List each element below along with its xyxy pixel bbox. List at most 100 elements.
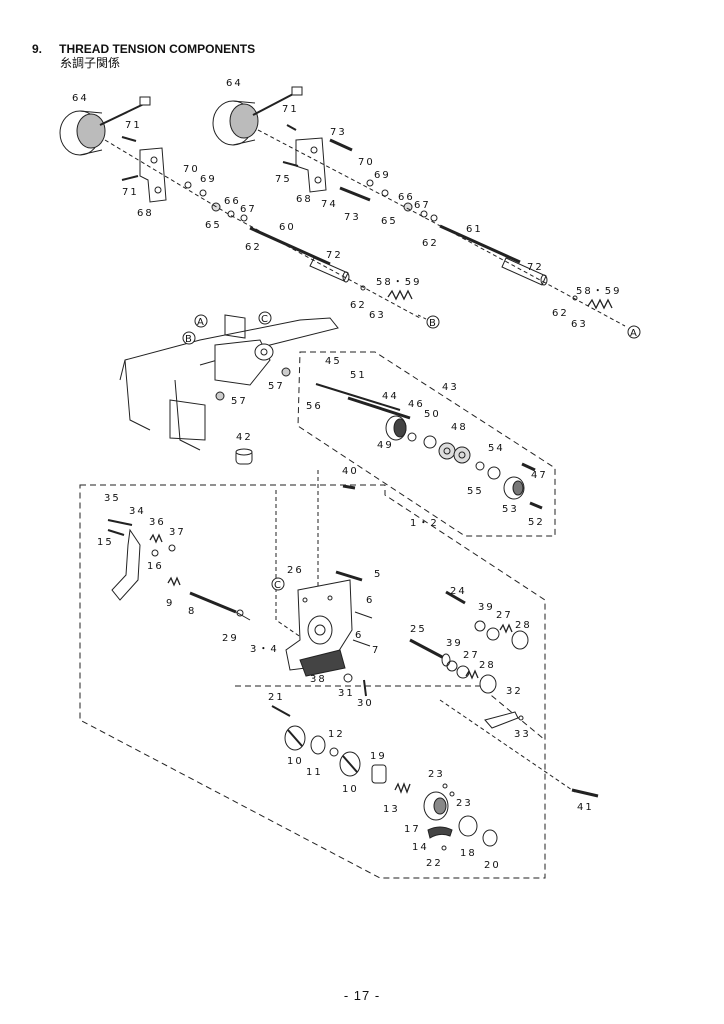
callout-71: 71 bbox=[125, 120, 142, 131]
callout-20: 20 bbox=[484, 860, 501, 871]
callout-72: 72 bbox=[326, 250, 343, 261]
callout-58-59: 58・59 bbox=[376, 277, 421, 288]
main-tension-assembly-12 bbox=[79, 470, 599, 879]
callout-62: 62 bbox=[552, 308, 569, 319]
callout-65: 65 bbox=[381, 216, 398, 227]
callout-16: 16 bbox=[147, 561, 164, 572]
callout-23: 23 bbox=[428, 769, 445, 780]
callout-53: 53 bbox=[502, 504, 519, 515]
callout-48: 48 bbox=[451, 422, 468, 433]
callout-43: 43 bbox=[442, 382, 459, 393]
callout-38: 38 bbox=[310, 674, 327, 685]
callout-51: 51 bbox=[350, 370, 367, 381]
callout-71: 71 bbox=[122, 187, 139, 198]
callout-71: 71 bbox=[282, 104, 299, 115]
marker-b: B bbox=[429, 318, 436, 329]
callout-17: 17 bbox=[404, 824, 421, 835]
callout-42: 42 bbox=[236, 432, 253, 443]
callout-58-59: 58・59 bbox=[576, 286, 621, 297]
callout-61: 61 bbox=[466, 224, 483, 235]
callout-18: 18 bbox=[460, 848, 477, 859]
section-header: 9. THREAD TENSION COMPONENTS bbox=[32, 38, 255, 57]
callout-13: 13 bbox=[383, 804, 400, 815]
upper-right-tension-assembly bbox=[212, 86, 626, 327]
marker-b: B bbox=[185, 334, 192, 345]
page-number: - 17 - bbox=[343, 988, 381, 1003]
callout-57: 57 bbox=[231, 396, 248, 407]
callout-75: 75 bbox=[275, 174, 292, 185]
callout-labels: 64 64 71 71 71 73 73 70 70 69 69 75 68 6… bbox=[72, 78, 637, 871]
callout-29: 29 bbox=[222, 633, 239, 644]
callout-9: 9 bbox=[166, 598, 174, 609]
callout-3-4: 3・4 bbox=[250, 644, 279, 655]
callout-73: 73 bbox=[330, 127, 347, 138]
callout-64: 64 bbox=[226, 78, 243, 89]
callout-23: 23 bbox=[456, 798, 473, 809]
callout-15: 15 bbox=[97, 537, 114, 548]
section-title: THREAD TENSION COMPONENTS bbox=[59, 42, 256, 56]
marker-c: C bbox=[261, 314, 268, 325]
callout-44: 44 bbox=[382, 391, 399, 402]
callout-22: 22 bbox=[426, 858, 443, 869]
callout-64: 64 bbox=[72, 93, 89, 104]
callout-62: 62 bbox=[350, 300, 367, 311]
callout-33: 33 bbox=[514, 729, 531, 740]
callout-40: 40 bbox=[342, 466, 359, 477]
callout-63: 63 bbox=[369, 310, 386, 321]
callout-25: 25 bbox=[410, 624, 427, 635]
callout-34: 34 bbox=[129, 506, 146, 517]
marker-c: C bbox=[274, 580, 281, 591]
callout-11: 11 bbox=[306, 767, 323, 778]
callout-67: 67 bbox=[240, 204, 257, 215]
callout-8: 8 bbox=[188, 606, 196, 617]
callout-26: 26 bbox=[287, 565, 304, 576]
callout-31: 31 bbox=[338, 688, 355, 699]
callout-19: 19 bbox=[370, 751, 387, 762]
callout-39: 39 bbox=[478, 602, 495, 613]
callout-62: 62 bbox=[422, 238, 439, 249]
machine-arm-body bbox=[119, 314, 339, 451]
callout-1-2: 1・2 bbox=[410, 518, 439, 529]
callout-70: 70 bbox=[358, 157, 375, 168]
callout-6: 6 bbox=[366, 595, 374, 606]
callout-66: 66 bbox=[398, 192, 415, 203]
callout-54: 54 bbox=[488, 443, 505, 454]
upper-left-tension-assembly bbox=[59, 96, 429, 321]
callout-14: 14 bbox=[412, 842, 429, 853]
callout-67: 67 bbox=[414, 200, 431, 211]
callout-73: 73 bbox=[344, 212, 361, 223]
callout-52: 52 bbox=[528, 517, 545, 528]
callout-68: 68 bbox=[296, 194, 313, 205]
callout-50: 50 bbox=[424, 409, 441, 420]
callout-41: 41 bbox=[577, 802, 594, 813]
tension-subassembly-43 bbox=[297, 351, 556, 537]
callout-28: 28 bbox=[515, 620, 532, 631]
parts-42-40 bbox=[235, 448, 356, 490]
callout-37: 37 bbox=[169, 527, 186, 538]
callout-7: 7 bbox=[372, 645, 380, 656]
callout-68: 68 bbox=[137, 208, 154, 219]
callout-12: 12 bbox=[328, 729, 345, 740]
marker-a: A bbox=[197, 317, 204, 328]
callout-56: 56 bbox=[306, 401, 323, 412]
callout-10: 10 bbox=[287, 756, 304, 767]
callout-69: 69 bbox=[374, 170, 391, 181]
callout-27: 27 bbox=[496, 610, 513, 621]
callout-35: 35 bbox=[104, 493, 121, 504]
callout-63: 63 bbox=[571, 319, 588, 330]
callout-32: 32 bbox=[506, 686, 523, 697]
callout-46: 46 bbox=[408, 399, 425, 410]
callout-62: 62 bbox=[245, 242, 262, 253]
section-subtitle-jp: 糸調子関係 bbox=[60, 56, 121, 70]
callout-27: 27 bbox=[463, 650, 480, 661]
callout-69: 69 bbox=[200, 174, 217, 185]
callout-72: 72 bbox=[527, 262, 544, 273]
callout-6: 6 bbox=[355, 630, 363, 641]
callout-30: 30 bbox=[357, 698, 374, 709]
callout-65: 65 bbox=[205, 220, 222, 231]
callout-66: 66 bbox=[224, 196, 241, 207]
callout-57: 57 bbox=[268, 381, 285, 392]
marker-a: A bbox=[630, 328, 637, 339]
callout-21: 21 bbox=[268, 692, 285, 703]
